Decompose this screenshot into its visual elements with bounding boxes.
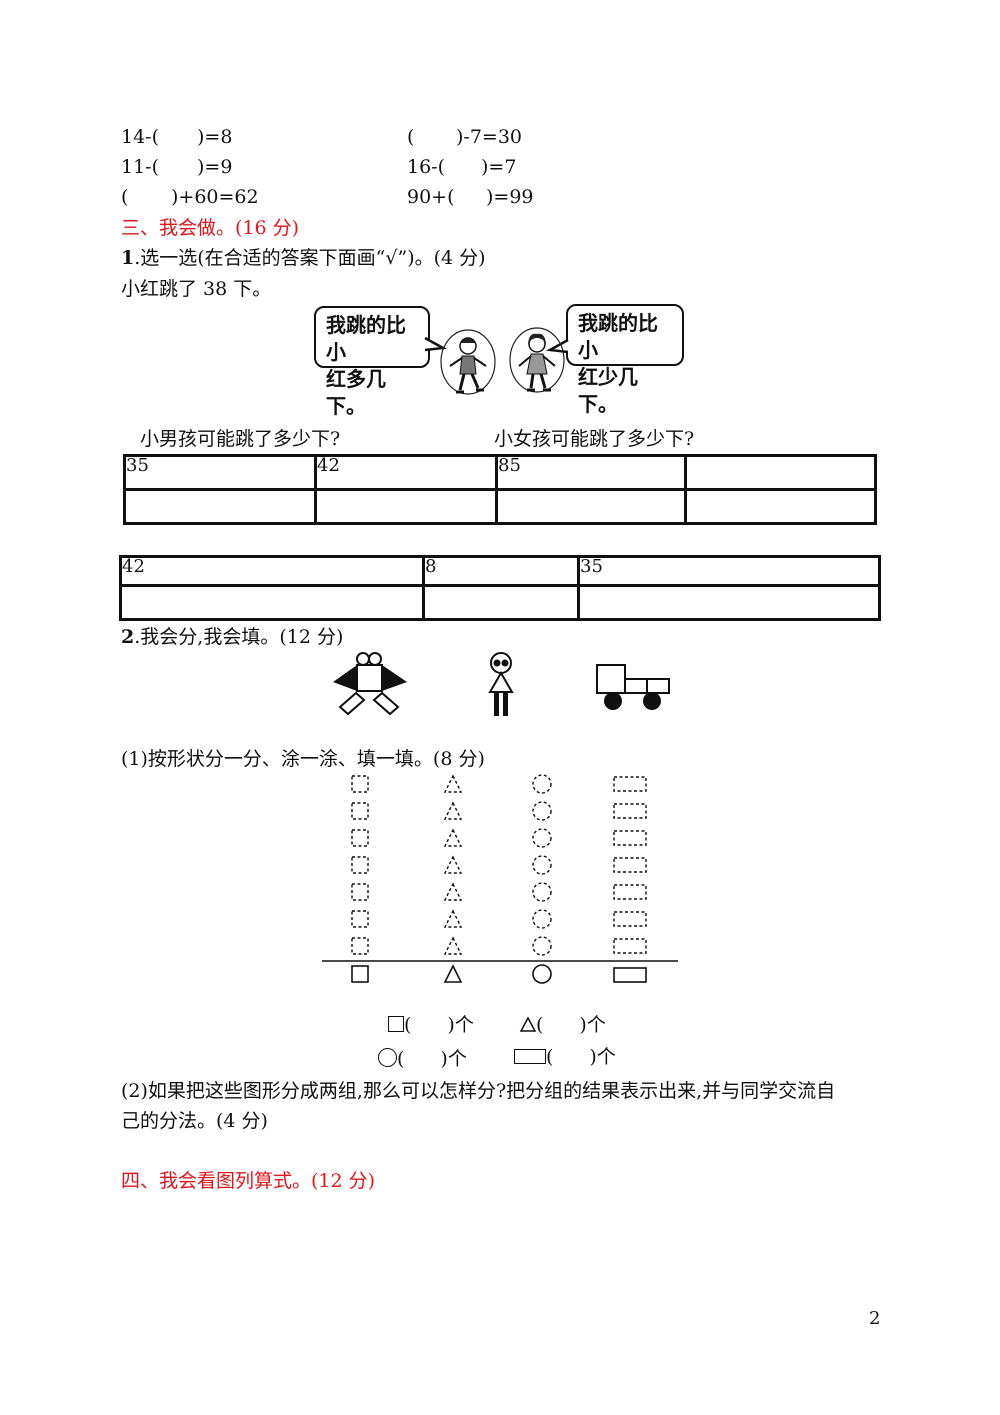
girl-answer-cell[interactable]	[577, 584, 881, 621]
equation-1-left: 14-(	[121, 126, 160, 148]
equation-1-right: )=8	[197, 126, 233, 148]
shape-bird-figure	[333, 652, 407, 716]
girl-bubble-line-2: 红少几下。	[578, 365, 638, 416]
square-count-close: )个	[447, 1014, 474, 1036]
girl-answer-table: 42 8 35	[119, 555, 881, 621]
boy-speech-bubble: 我跳的比小 红多几下。	[314, 306, 430, 418]
equation-3-left: 11-(	[121, 156, 160, 178]
equation-6-left: 90+(	[407, 186, 455, 208]
triangle-count-close: )个	[579, 1014, 606, 1036]
boy-bubble-line-2: 红多几下。	[326, 367, 386, 418]
triangle-icon	[519, 1016, 537, 1036]
rectangle-count-close: )个	[589, 1046, 616, 1068]
equation-5-right: )+60=62	[171, 186, 259, 208]
girl-answer-cell[interactable]	[119, 584, 425, 621]
shape-truck-figure	[596, 664, 670, 710]
girl-option-cell: 8	[422, 555, 580, 587]
rectangle-count-open: (	[546, 1046, 554, 1068]
circle-count-close: )个	[440, 1048, 467, 1070]
question-2-part-2-line-2: 己的分法。(4 分)	[121, 1110, 268, 1132]
girl-bubble-line-1: 我跳的比小	[578, 311, 658, 362]
equation-4-left: 16-(	[407, 156, 446, 178]
circle-icon	[378, 1048, 397, 1067]
shape-person-figure	[488, 652, 514, 716]
boy-answer-cell[interactable]	[314, 488, 498, 525]
boy-answer-cell[interactable]	[495, 488, 687, 525]
girl-speech-bubble: 我跳的比小 红少几下。	[566, 304, 684, 416]
section-4-title: 四、我会看图列算式。(12 分)	[121, 1170, 376, 1192]
boy-answer-table: 35 42 85	[123, 454, 877, 525]
boy-option-cell	[684, 454, 877, 491]
boy-option-cell: 35	[123, 454, 317, 491]
section-3-title: 三、我会做。(16 分)	[121, 217, 300, 239]
equation-4-right: )=7	[481, 156, 517, 178]
equation-5-left: (	[121, 186, 129, 208]
circle-count-open: (	[397, 1048, 405, 1070]
boy-question: 小男孩可能跳了多少下?	[140, 428, 341, 450]
question-2-prompt: 2.我会分,我会填。(12 分)	[121, 628, 343, 647]
rectangle-icon	[514, 1049, 546, 1064]
question-2-part-1: (1)按形状分一分、涂一涂、填一填。(8 分)	[121, 748, 485, 770]
girl-answer-cell[interactable]	[422, 584, 580, 621]
question-1-given: 小红跳了 38 下。	[121, 278, 272, 300]
boy-bubble-line-1: 我跳的比小	[326, 313, 406, 364]
question-2-number: 2	[121, 626, 135, 648]
boy-answer-cell[interactable]	[123, 488, 317, 525]
question-2-text: .我会分,我会填。(12 分)	[134, 626, 344, 648]
equation-2-left: (	[407, 126, 415, 148]
shape-tally-chart	[322, 774, 678, 984]
question-1-number: 1	[121, 247, 135, 269]
square-count-item: ( )个	[388, 1016, 474, 1035]
square-icon	[388, 1016, 404, 1032]
equation-6-right: )=99	[486, 186, 534, 208]
boy-answer-cell[interactable]	[684, 488, 877, 525]
question-2-part-2-line-1: (2)如果把这些图形分成两组,那么可以怎样分?把分组的结果表示出来,并与同学交流…	[121, 1080, 836, 1102]
girl-bubble-tail	[545, 338, 569, 354]
triangle-count-open: (	[536, 1014, 544, 1036]
page-number: 2	[869, 1308, 881, 1329]
question-1-prompt: 1.选一选(在合适的答案下面画“√”)。(4 分)	[121, 249, 486, 268]
equation-3-right: )=9	[197, 156, 233, 178]
girl-jumping-rope-illustration	[509, 327, 565, 393]
boy-jumping-rope-illustration	[440, 329, 496, 395]
girl-question: 小女孩可能跳了多少下?	[494, 428, 695, 450]
square-count-open: (	[404, 1014, 412, 1036]
equation-2-right: )-7=30	[456, 126, 523, 148]
girl-option-cell: 42	[119, 555, 425, 587]
girl-option-cell: 35	[577, 555, 881, 587]
question-1-text: .选一选(在合适的答案下面画“√”)。(4 分)	[134, 247, 486, 269]
boy-option-cell: 85	[495, 454, 687, 491]
circle-count-item: ( )个	[378, 1048, 467, 1069]
triangle-count-item: ( )个	[519, 1014, 606, 1036]
boy-option-cell: 42	[314, 454, 498, 491]
rectangle-count-item: ( )个	[514, 1048, 616, 1067]
